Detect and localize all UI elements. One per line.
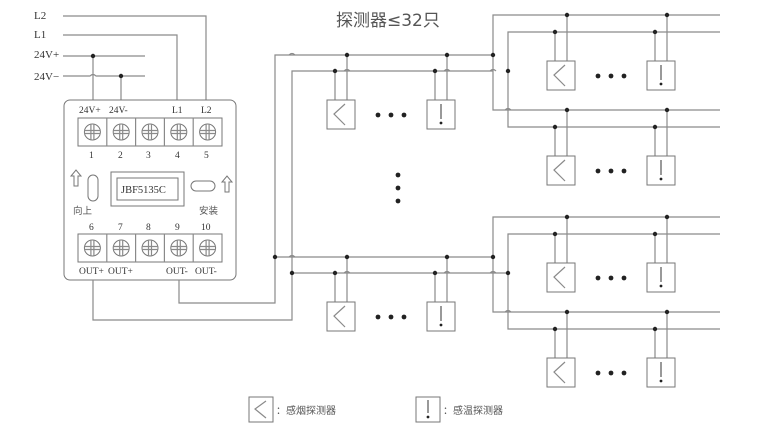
terminal-number-9: 9 [175, 223, 180, 233]
model-frame-inner [116, 177, 179, 201]
branch-group [489, 12, 720, 186]
heat-detector-icon [439, 306, 443, 327]
terminal-label-2: 24V- [109, 106, 128, 116]
module-jbf5135c: 24V+ 24V- L1 L2 1 2 3 4 5 向上 JBF5135C 安装… [63, 99, 237, 281]
terminal-number-5: 5 [204, 151, 209, 161]
terminal-number-10: 10 [201, 223, 211, 233]
heat-detector [646, 214, 676, 293]
smoke-detector-icon [553, 266, 566, 289]
more-detectors-ellipsis [595, 168, 627, 174]
more-detectors-ellipsis [595, 275, 627, 281]
heat-detector-icon [659, 362, 663, 383]
mounting-slot-vertical [87, 174, 99, 202]
heat-detector-icon [439, 104, 443, 125]
smoke-detector-icon [553, 64, 566, 87]
screw-icon [141, 239, 159, 257]
smoke-detector-icon [254, 400, 267, 419]
detector-network [272, 12, 720, 388]
screw-icon [141, 123, 159, 141]
model-label: JBF5135C [121, 185, 166, 196]
legend-heat-label: ：感温探测器 [443, 404, 503, 417]
smoke-detector [546, 107, 576, 186]
supply-label-24v-plus: 24V+ [34, 49, 59, 61]
screw-icon [112, 123, 130, 141]
top-terminal-block [77, 117, 223, 147]
supply-label-l2: L2 [34, 10, 46, 22]
heat-detector-icon [659, 267, 663, 288]
screw-icon [199, 123, 217, 141]
legend-smoke-symbol [248, 396, 274, 423]
heat-detector [646, 12, 676, 91]
screw-icon [170, 123, 188, 141]
terminal-strip [77, 117, 223, 147]
screw-icon [112, 239, 130, 257]
terminal-number-4: 4 [175, 151, 180, 161]
supply-label-24v-minus: 24V− [34, 71, 59, 83]
branch-group [489, 214, 720, 388]
terminal-label-9: OUT- [166, 267, 188, 277]
more-detectors-ellipsis [375, 112, 407, 118]
mounting-slot-horizontal [190, 180, 216, 192]
heat-detector [646, 107, 676, 186]
supply-label-l1: L1 [34, 29, 46, 41]
bottom-terminal-block [77, 233, 223, 263]
terminal-label-10: OUT- [195, 267, 217, 277]
screw-icon [83, 123, 101, 141]
bus-loop-top [326, 52, 456, 130]
terminal-label-1: 24V+ [79, 106, 101, 116]
screw-icon [170, 239, 188, 257]
smoke-detector [326, 254, 356, 332]
terminal-number-7: 7 [118, 223, 123, 233]
smoke-detector [546, 309, 576, 388]
bus-loop-bottom [272, 254, 508, 332]
heat-detector-icon [659, 160, 663, 181]
terminal-number-2: 2 [118, 151, 123, 161]
smoke-detector [546, 12, 576, 91]
legend-smoke-label: ：感烟探测器 [276, 404, 336, 417]
legend: ：感烟探测器 ：感温探测器 [248, 396, 503, 423]
terminal-label-5: L2 [201, 106, 212, 116]
more-detectors-ellipsis [595, 370, 627, 376]
terminal-number-3: 3 [146, 151, 151, 161]
more-detectors-ellipsis [595, 73, 627, 79]
screw-icon [83, 239, 101, 257]
smoke-detector-icon [553, 361, 566, 384]
supply-wires [63, 15, 207, 100]
terminal-number-6: 6 [89, 223, 94, 233]
heat-detector [426, 52, 456, 130]
arrow-up-icon [220, 175, 234, 193]
more-detectors-ellipsis [375, 314, 407, 320]
heat-detector [426, 254, 456, 332]
arrow-up-icon [69, 169, 83, 187]
smoke-detector-icon [333, 103, 346, 126]
terminal-label-6: OUT+ [79, 267, 104, 277]
heat-detector-icon [659, 65, 663, 86]
terminal-number-1: 1 [89, 151, 94, 161]
install-note: 安装 [199, 205, 219, 217]
terminal-number-8: 8 [146, 223, 151, 233]
screw-icon [199, 239, 217, 257]
terminal-label-4: L1 [172, 106, 183, 116]
smoke-detector-icon [553, 159, 566, 182]
smoke-detector-icon [333, 305, 346, 328]
smoke-detector [326, 52, 356, 130]
more-loops-ellipsis [395, 172, 401, 204]
heat-detector [646, 309, 676, 388]
terminal-label-7: OUT+ [108, 267, 133, 277]
up-note: 向上 [73, 205, 93, 217]
diagram-title: 探测器≤32只 [336, 11, 440, 31]
smoke-detector [546, 214, 576, 293]
